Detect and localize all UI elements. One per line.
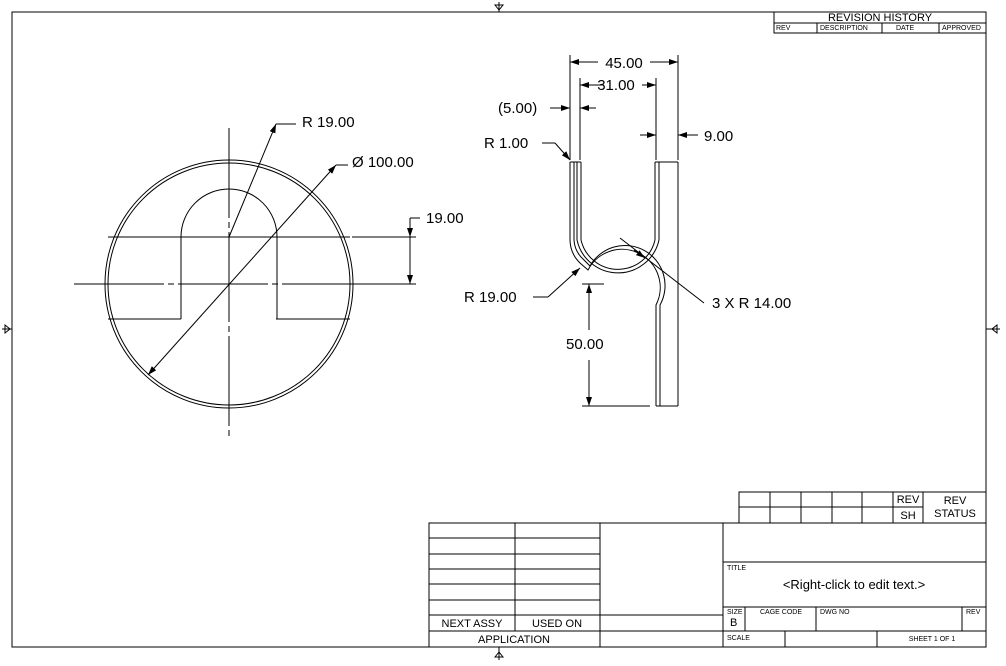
used-on-label: USED ON: [532, 618, 582, 630]
side-view: [569, 161, 679, 407]
dim-r19-left: R 19.00: [302, 114, 355, 131]
rev-status-rev-label: REV: [897, 494, 920, 506]
dim-height-19: 19.00: [426, 210, 464, 227]
side-view-dimensions: [533, 55, 705, 407]
dim-width-5: (5.00): [498, 100, 537, 117]
rev-status-label-2: STATUS: [934, 508, 976, 520]
size-value: B: [730, 617, 737, 629]
application-label: APPLICATION: [478, 634, 550, 646]
title-block: [428, 522, 987, 648]
next-assy-label: NEXT ASSY: [442, 618, 504, 630]
dim-height-50: 50.00: [566, 336, 604, 353]
dim-width-45: 45.00: [605, 55, 643, 72]
date-col-header: DATE: [896, 25, 914, 32]
description-col-header: DESCRIPTION: [820, 25, 868, 32]
scale-label: SCALE: [727, 635, 750, 642]
dim-r1: R 1.00: [484, 135, 528, 152]
revision-history-table: REVISION HISTORY REV DESCRIPTION DATE AP…: [773, 11, 987, 34]
revision-history-title: REVISION HISTORY: [828, 12, 933, 24]
dwg-no-label: DWG NO: [820, 609, 850, 616]
cage-code-label: CAGE CODE: [760, 609, 802, 616]
dim-width-31: 31.00: [597, 77, 635, 94]
title-rev-label: REV: [966, 609, 981, 616]
dim-width-9: 9.00: [704, 128, 733, 145]
rev-status-sh-label: SH: [900, 510, 915, 522]
rev-status-label-1: REV: [944, 495, 967, 507]
approved-col-header: APPROVED: [942, 25, 981, 32]
rev-col-header: REV: [776, 25, 791, 32]
title-text[interactable]: <Right-click to edit text.>: [783, 577, 925, 592]
title-label: TITLE: [727, 565, 746, 572]
profile-left-arm: [569, 162, 661, 406]
profile-fork-bottom: [580, 239, 656, 270]
front-view: [74, 128, 380, 438]
dim-r19-right: R 19.00: [464, 289, 517, 306]
size-label: SIZE: [727, 609, 743, 616]
dim-3x-r14: 3 X R 14.00: [712, 295, 791, 312]
sheet-label: SHEET 1 OF 1: [909, 636, 956, 643]
dim-diameter-100: Ø 100.00: [352, 154, 414, 171]
front-view-dimensions: [147, 123, 420, 376]
rev-status-table: [738, 491, 987, 524]
